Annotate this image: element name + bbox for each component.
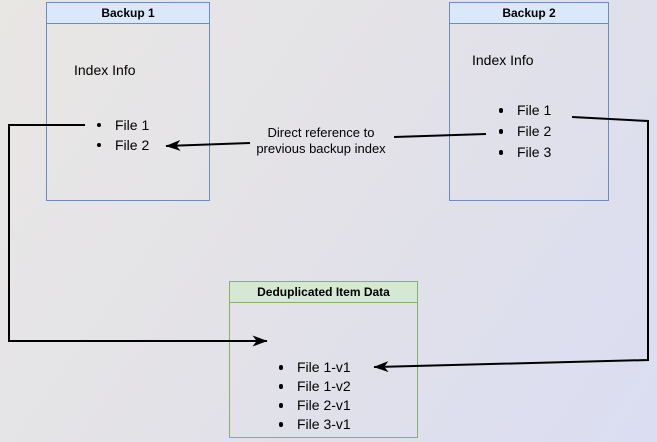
deduplicated-item-data-header: Deduplicated Item Data [230,282,417,303]
list-item: File 1-v2 [279,377,351,396]
list-item: File 1 [499,100,551,121]
backup2-index-info-label: Index Info [472,52,534,68]
backup2-title: Backup 2 [502,6,556,20]
backup2-file-list: File 1 File 2 File 3 [499,100,551,163]
list-item: File 1-v1 [279,358,351,377]
reference-arrow-label: Direct reference to previous backup inde… [256,125,386,156]
list-item: File 2 [499,121,551,142]
backup1-header: Backup 1 [47,3,209,24]
deduplicated-file-list: File 1-v1 File 1-v2 File 2-v1 File 3-v1 [279,358,351,434]
list-item: File 2-v1 [279,396,351,415]
list-item: File 2 [97,135,149,155]
backup2-header: Backup 2 [450,3,608,24]
list-item: File 3-v1 [279,415,351,434]
backup2-box: Backup 2 Index Info File 1 File 2 File 3 [449,2,609,201]
list-item: File 3 [499,142,551,163]
deduplicated-item-data-title: Deduplicated Item Data [257,285,390,299]
list-item: File 1 [97,115,149,135]
backup1-file-list: File 1 File 2 [97,115,149,155]
backup1-title: Backup 1 [101,6,155,20]
deduplicated-item-data-box: Deduplicated Item Data File 1-v1 File 1-… [229,281,418,438]
backup1-index-info-label: Index Info [74,62,136,78]
backup1-box: Backup 1 Index Info File 1 File 2 [46,2,210,201]
